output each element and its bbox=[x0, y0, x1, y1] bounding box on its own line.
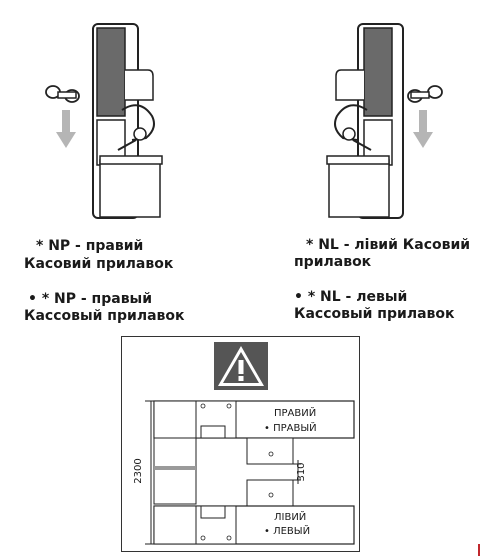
counter-nl-illustration bbox=[326, 23, 443, 219]
caption-nl-ru-line2: Кассовый прилавок bbox=[294, 306, 455, 322]
arrow-down-icon bbox=[56, 110, 76, 148]
dimension-gap: 310 bbox=[296, 462, 307, 482]
caption-np-ru-line2: Кассовый прилавок bbox=[24, 308, 185, 324]
plan-label-left-ru: • ЛЕВЫЙ bbox=[264, 526, 311, 537]
key-icon bbox=[407, 85, 443, 103]
plan-label-left-ua: ЛІВИЙ bbox=[274, 512, 307, 523]
caption-nl-ua-line2: прилавок bbox=[294, 254, 372, 270]
caption-np-ua-line2: Касовий прилавок bbox=[24, 256, 174, 272]
caption-nl-ru: • * NL - левый bbox=[294, 289, 408, 305]
caption-np-ua: * NP - правий bbox=[36, 238, 144, 254]
corner-mark bbox=[478, 544, 480, 556]
plan-label-right-ua: ПРАВИЙ bbox=[274, 408, 317, 419]
caption-nl-ua: * NL - лівий Касовий bbox=[306, 237, 471, 253]
key-icon bbox=[45, 85, 80, 103]
plan-label-right-ru: • ПРАВЫЙ bbox=[264, 423, 317, 434]
caption-np-ru: • * NP - правый bbox=[28, 291, 153, 307]
dimension-height: 2300 bbox=[133, 458, 144, 484]
counter-layout-plan bbox=[145, 400, 355, 545]
warning-triangle-icon bbox=[214, 342, 268, 390]
counter-np-illustration bbox=[45, 23, 163, 219]
arrow-down-icon bbox=[413, 110, 433, 148]
plan-frame bbox=[121, 336, 360, 552]
